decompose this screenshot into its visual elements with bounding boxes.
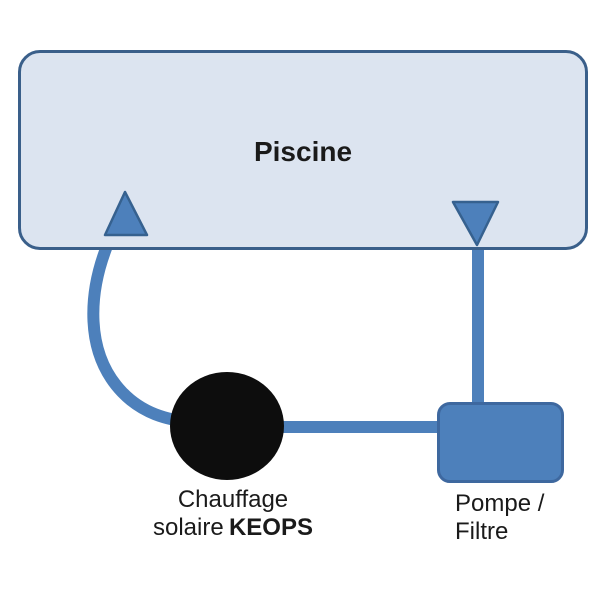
- solar-return-pipe: [87, 243, 196, 429]
- pump-filter-shape: [437, 402, 564, 483]
- solar-heater-label-line2-bold: KEOPS: [228, 514, 313, 541]
- up-arrow-icon: [103, 190, 149, 237]
- down-arrow-icon: [451, 200, 500, 247]
- solar-heater-shape: [170, 372, 284, 480]
- solar-heater-label-line2-regular: solaire: [153, 514, 224, 541]
- pump-filter-label: Pompe / Filtre: [455, 490, 595, 546]
- pump-filter-label-line2: Filtre: [455, 518, 509, 545]
- pool-label: Piscine: [253, 136, 353, 167]
- pump-filter-label-line1: Pompe /: [455, 490, 545, 517]
- solar-heater-label-line1: Chauffage: [177, 486, 289, 513]
